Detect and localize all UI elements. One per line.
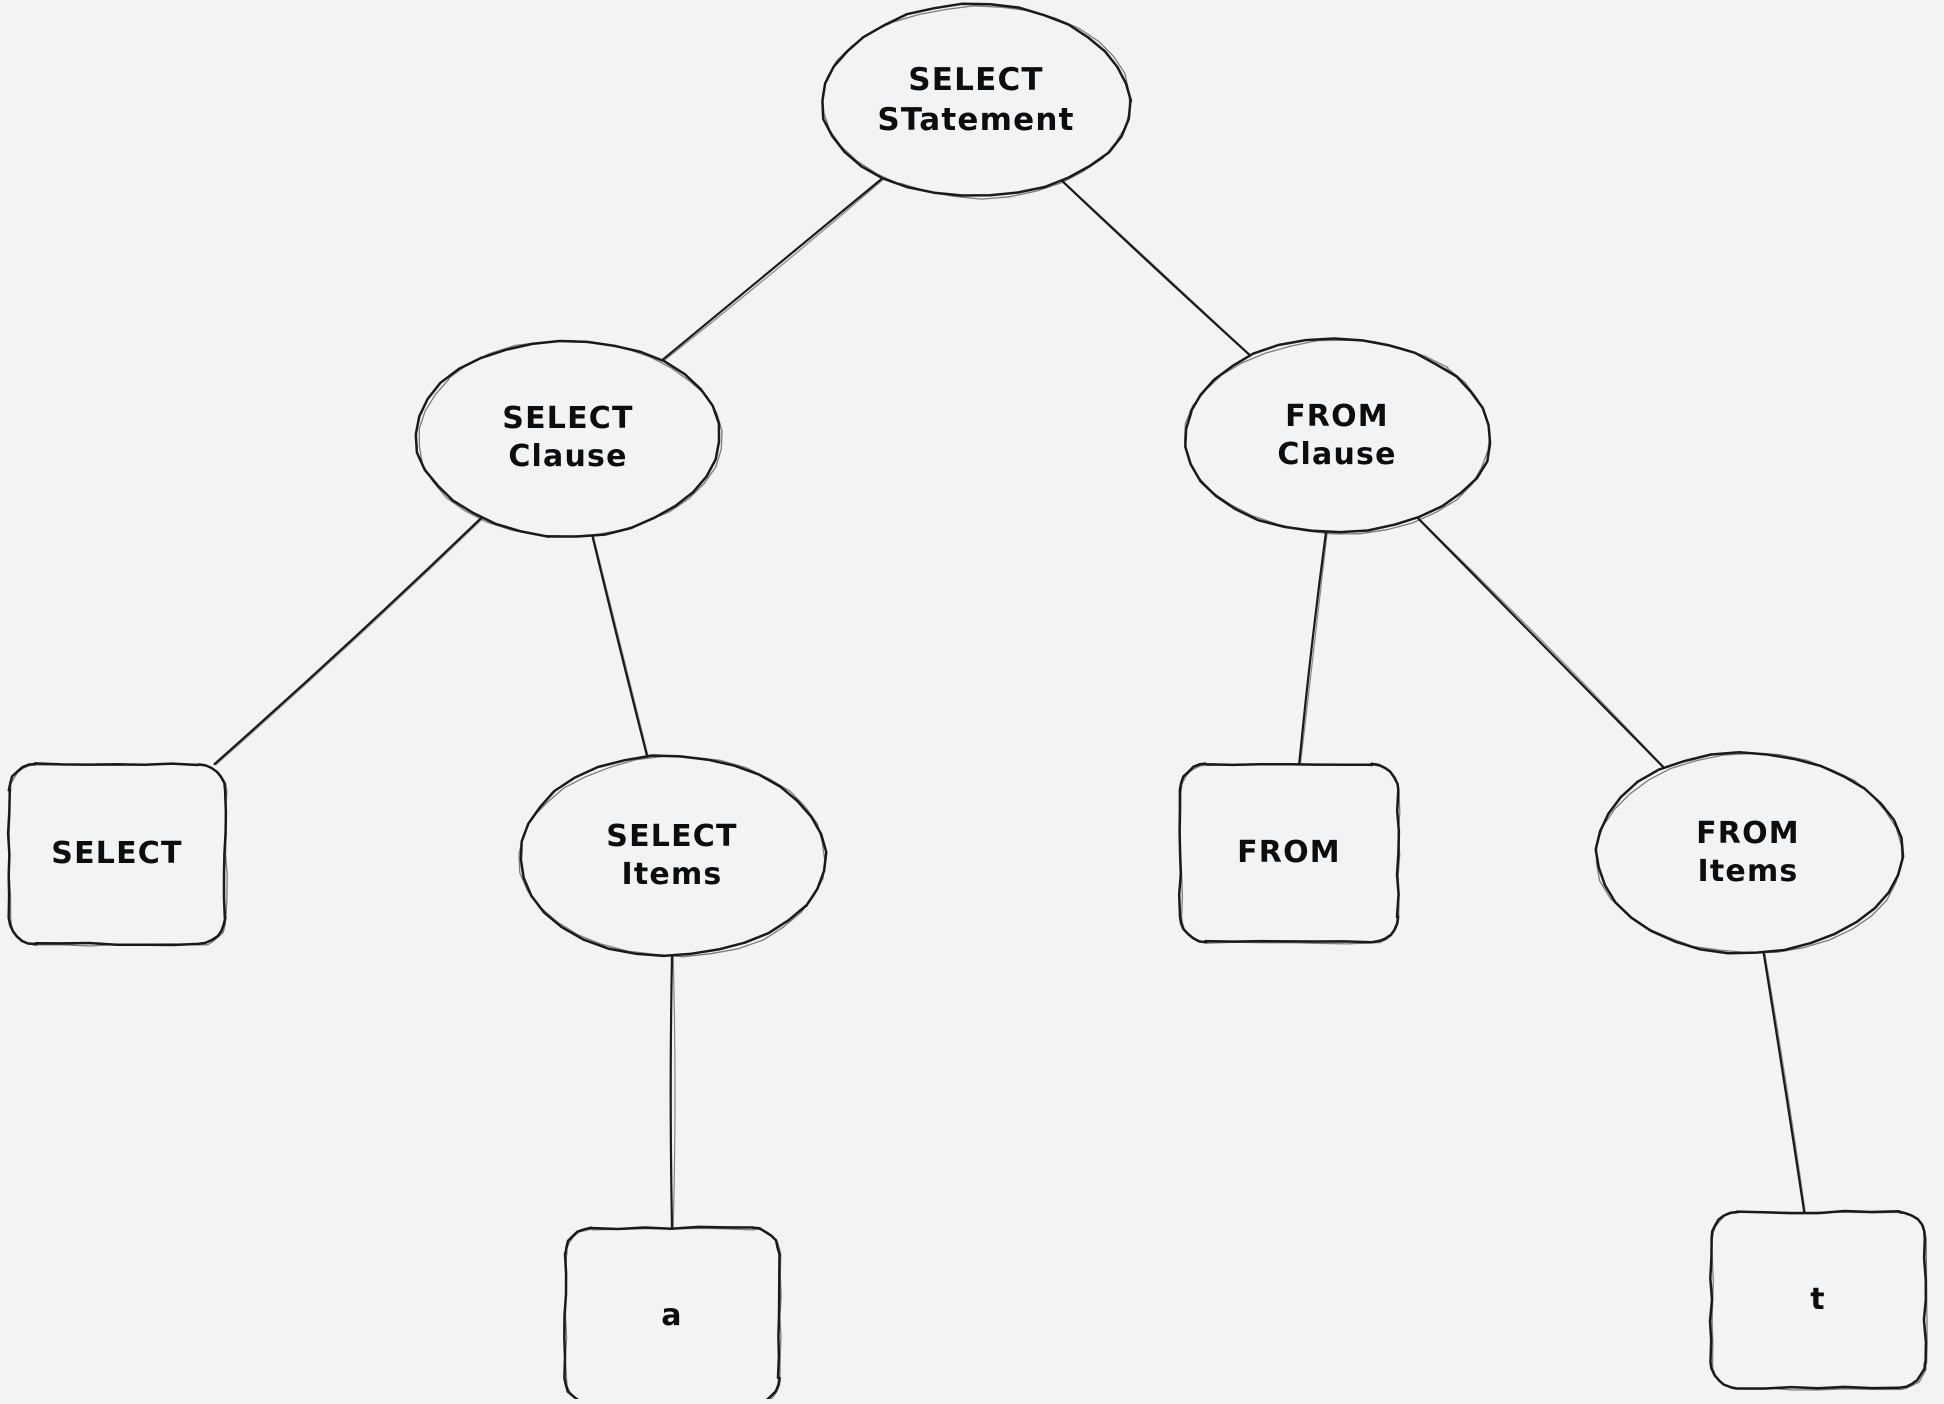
node-shape-select-clause[interactable] bbox=[418, 339, 723, 538]
edge-select-statement-to-select-clause bbox=[662, 177, 885, 363]
node-shape-from-clause[interactable] bbox=[1183, 339, 1491, 535]
node-shape-t-terminal[interactable] bbox=[1710, 1211, 1928, 1391]
edge-from-clause-to-from-items bbox=[1417, 517, 1667, 770]
node-shape-from-clause[interactable] bbox=[1184, 337, 1492, 534]
edge-select-clause-to-select-terminal bbox=[213, 517, 482, 766]
edge-select-clause-to-select-items bbox=[592, 535, 650, 759]
node-shape-a-terminal[interactable] bbox=[563, 1225, 781, 1399]
edge-from-clause-to-from-items bbox=[1418, 518, 1667, 771]
node-shape-from-items[interactable] bbox=[1594, 750, 1905, 955]
node-shape-from-terminal[interactable] bbox=[1179, 763, 1401, 945]
node-shape-from-terminal[interactable] bbox=[1177, 762, 1401, 944]
node-shape-select-terminal[interactable] bbox=[6, 762, 228, 947]
node-shape-select-clause[interactable] bbox=[414, 339, 721, 538]
node-shape-select-items[interactable] bbox=[518, 755, 826, 958]
edge-select-statement-to-select-clause bbox=[660, 176, 885, 362]
node-shape-select-statement[interactable] bbox=[821, 5, 1131, 200]
edge-select-clause-to-select-items bbox=[591, 533, 649, 759]
edge-from-clause-to-from-terminal bbox=[1299, 533, 1328, 766]
node-shape-select-terminal[interactable] bbox=[8, 763, 228, 947]
node-shape-from-items[interactable] bbox=[1595, 752, 1903, 954]
edge-select-statement-to-from-clause bbox=[1062, 181, 1253, 358]
edge-from-clause-to-from-terminal bbox=[1298, 531, 1327, 766]
edge-select-items-to-a-terminal bbox=[669, 954, 674, 1230]
edge-select-clause-to-select-terminal bbox=[215, 518, 483, 766]
edge-from-items-to-t-terminal bbox=[1764, 952, 1806, 1214]
edge-select-items-to-a-terminal bbox=[672, 956, 676, 1230]
edge-from-items-to-t-terminal bbox=[1762, 951, 1806, 1214]
node-shape-a-terminal[interactable] bbox=[564, 1227, 782, 1399]
node-shape-t-terminal[interactable] bbox=[1708, 1209, 1928, 1390]
